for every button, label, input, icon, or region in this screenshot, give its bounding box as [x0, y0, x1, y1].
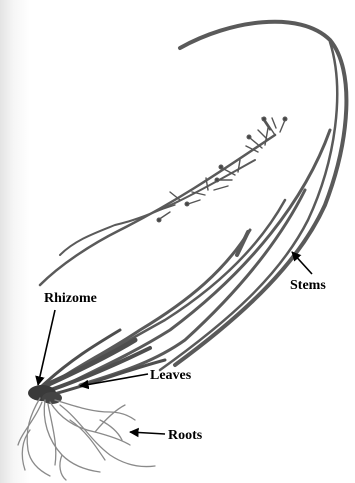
roots-label: Roots [168, 429, 202, 443]
rhizome-arrow [38, 310, 55, 385]
stems-label: Stems [290, 279, 326, 293]
rhizome-label: Rhizome [44, 292, 97, 306]
leaves-label: Leaves [150, 369, 191, 383]
stems [40, 22, 346, 385]
roots [18, 398, 155, 480]
stems-arrow [292, 252, 312, 274]
roots-arrow [130, 432, 165, 434]
